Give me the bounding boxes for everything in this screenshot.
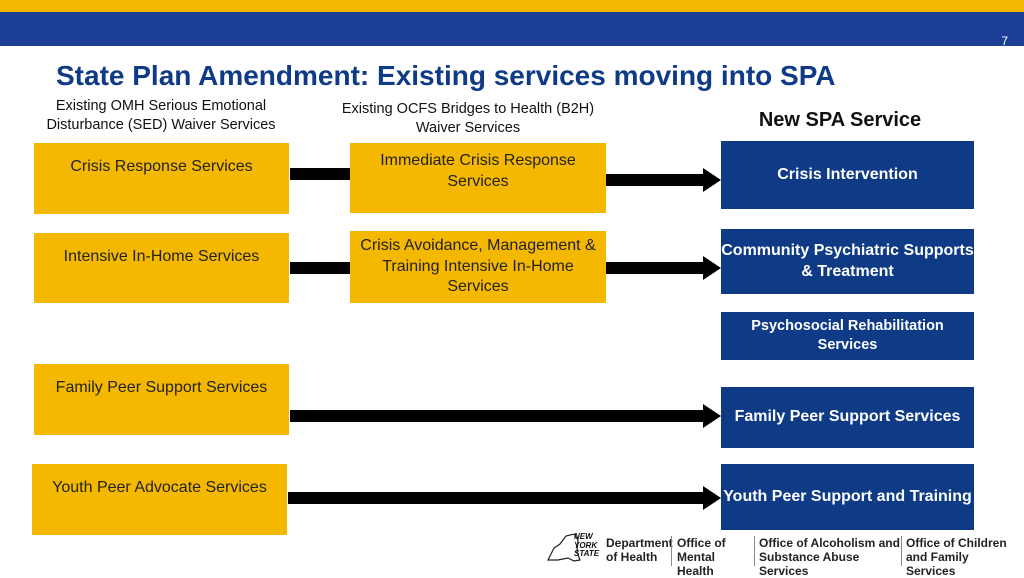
spa-psychosocial-rehab-box: Psychosocial Rehabilitation Services: [721, 312, 974, 360]
agency-ocfs: Office of Children and Family Services: [906, 536, 1007, 578]
spa-family-peer-support-box: Family Peer Support Services: [721, 387, 974, 448]
connector-youth-peer: [288, 492, 704, 504]
ny-state-wordmark: NEW YORK STATE: [574, 532, 600, 558]
omh-crisis-response-box: Crisis Response Services: [34, 143, 289, 214]
connector-inhome-left: [290, 262, 350, 274]
top-gold-bar: [0, 0, 1024, 12]
b2h-crisis-avoidance-box: Crisis Avoidance, Management & Training …: [350, 231, 606, 303]
connector-crisis-right: [606, 174, 704, 186]
column-header-omh: Existing OMH Serious Emotional Disturban…: [46, 98, 276, 133]
spa-youth-peer-support-box: Youth Peer Support and Training: [721, 464, 974, 530]
column-header-new-spa: New SPA Service: [758, 109, 922, 131]
agency-omh: Office of Mental Health: [677, 536, 726, 578]
slide-title: State Plan Amendment: Existing services …: [56, 60, 836, 91]
top-blue-bar: 7: [0, 12, 1024, 48]
arrowhead-youth-peer: [703, 486, 721, 510]
arrowhead-inhome: [703, 256, 721, 280]
omh-family-peer-support-box: Family Peer Support Services: [34, 364, 289, 435]
ny-state-map-icon: [547, 533, 581, 562]
agency-separator: [671, 536, 672, 566]
connector-inhome-right: [606, 262, 704, 274]
agency-doh: Department of Health: [606, 536, 673, 564]
page-number: 7: [1001, 34, 1008, 48]
arrowhead-crisis: [703, 168, 721, 192]
omh-youth-peer-advocate-box: Youth Peer Advocate Services: [32, 464, 287, 535]
agency-logo-bar: NEW YORK STATE Department of Health Offi…: [544, 530, 1014, 578]
column-header-ocfs: Existing OCFS Bridges to Health (B2H) Wa…: [341, 101, 595, 136]
connector-family-peer: [290, 410, 704, 422]
agency-separator: [754, 536, 755, 566]
agency-oasas: Office of Alcoholism and Substance Abuse…: [759, 536, 900, 578]
b2h-immediate-crisis-box: Immediate Crisis Response Services: [350, 143, 606, 213]
connector-crisis-left: [290, 168, 350, 180]
spa-crisis-intervention-box: Crisis Intervention: [721, 141, 974, 209]
spa-cpst-box: Community Psychiatric Supports & Treatme…: [721, 229, 974, 294]
omh-intensive-in-home-box: Intensive In-Home Services: [34, 233, 289, 303]
agency-separator: [901, 536, 902, 566]
arrowhead-family-peer: [703, 404, 721, 428]
